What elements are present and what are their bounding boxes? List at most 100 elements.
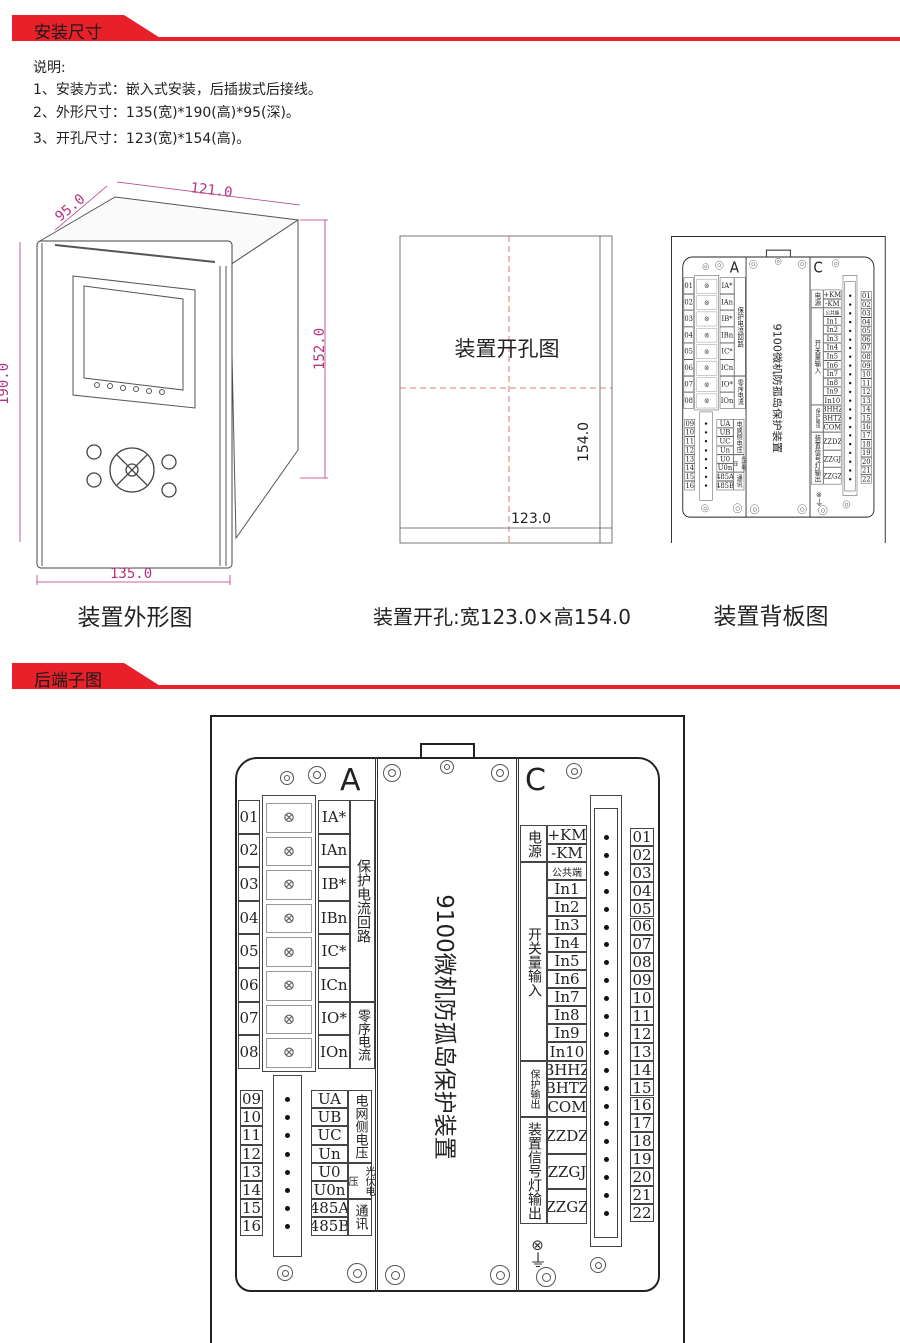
terminal-number: 05 (683, 343, 694, 360)
terminal-label: In10 (547, 1042, 587, 1061)
terminal-number: 04 (630, 881, 654, 900)
terminal-number: 01 (860, 291, 872, 300)
terminal-number: 11 (860, 378, 872, 388)
mounting-hole-icon (280, 771, 294, 785)
c-connector (844, 281, 856, 492)
terminal-label: IOn (719, 392, 735, 409)
group-label: 装置信号灯输出 (520, 1117, 547, 1224)
terminal-label: U0n (311, 1181, 348, 1200)
terminal-number: 04 (238, 900, 260, 935)
terminal-label: ZZGZ (547, 1189, 587, 1224)
top-tab (765, 249, 791, 259)
terminal-label: 485B (716, 481, 734, 491)
mounting-hole-icon (308, 766, 326, 784)
indicator-leds (94, 382, 165, 395)
pin-icon (285, 1206, 290, 1212)
terminal-label: ICn (719, 359, 735, 376)
screw-icon: ⊗ (282, 1043, 296, 1062)
terminal-label: Un (716, 445, 734, 455)
mounting-hole-icon (842, 500, 850, 509)
pin-icon (704, 422, 708, 425)
terminal-screw: ⊗ (266, 903, 312, 934)
ground-screw-icon: ⊗ (816, 490, 822, 500)
terminal-label: BHHZ (823, 404, 842, 414)
pin-icon (849, 338, 852, 341)
screw-icon: ⊗ (282, 976, 296, 995)
group-label-grid-voltage: 电网侧电压 (348, 1090, 372, 1163)
terminal-label: -KM (547, 844, 587, 862)
terminal-label: Un (311, 1144, 348, 1163)
screw-icon: ⊗ (282, 875, 296, 894)
group-label: 保护输出 (520, 1061, 547, 1117)
terminal-label: ZZGZ (823, 467, 842, 485)
pin-icon (849, 390, 852, 394)
lcd-bezel (72, 275, 196, 409)
note-item: 2、外形尺寸：135(宽)*190(高)*95(深)。 (33, 105, 300, 121)
pin-icon (285, 1115, 290, 1121)
terminal-number: 03 (630, 863, 654, 882)
pin-icon (604, 1157, 609, 1163)
pin-icon (604, 1175, 609, 1181)
terminal-label: IBn (318, 900, 350, 935)
terminal-number: 15 (630, 1078, 654, 1097)
mounting-hole-icon (536, 1267, 556, 1287)
pin-icon (849, 416, 852, 420)
device-front-panel (36, 240, 233, 569)
group-label: 电源 (520, 825, 547, 862)
section-title: 后端子图 (34, 671, 102, 691)
terminal-label: IB* (318, 867, 350, 901)
terminal-label: ICn (318, 968, 350, 1002)
terminal-label: IO* (719, 375, 735, 393)
mounting-hole-icon (491, 764, 509, 782)
terminal-label: In4 (823, 342, 842, 352)
terminal-number: 22 (860, 474, 872, 484)
terminal-number: 06 (238, 968, 260, 1002)
terminal-number: 07 (238, 1001, 260, 1036)
module-divider (516, 757, 519, 1292)
terminal-number: 06 (630, 917, 654, 936)
terminal-screw: ⊗ (696, 295, 718, 310)
group-label-pv-voltage: 光伏电压 (346, 1162, 374, 1200)
ground-icon: ⏚ (815, 497, 824, 508)
terminal-number: 19 (630, 1150, 654, 1169)
terminal-number: 20 (860, 457, 872, 466)
terminal-number: 17 (860, 430, 872, 440)
terminal-label: In10 (823, 395, 842, 405)
pin-icon (704, 431, 708, 434)
mounting-hole-icon (831, 259, 840, 268)
pin-icon (604, 924, 609, 930)
pin-icon (704, 449, 708, 452)
pin-icon (849, 451, 852, 455)
terminal-label: IB* (719, 310, 735, 327)
screw-icon: ⊗ (703, 330, 710, 340)
pin-icon (604, 1014, 609, 1019)
pin-icon (704, 475, 708, 479)
pin-icon (604, 996, 609, 1002)
terminal-label: UB (311, 1108, 348, 1127)
terminal-label: In5 (823, 351, 842, 361)
pin-icon (285, 1188, 290, 1193)
pin-icon (849, 469, 852, 472)
terminal-number: 19 (860, 448, 872, 458)
pin-icon (604, 852, 609, 858)
group-label: 装置信号灯输出 (811, 432, 824, 485)
voltage-connector (699, 411, 713, 501)
terminal-label: COM (823, 422, 842, 433)
pin-icon (604, 870, 609, 876)
note-item: 3、开孔尺寸：123(宽)*154(高)。 (33, 131, 251, 147)
mounting-hole-icon (440, 760, 454, 774)
terminal-number: 05 (630, 899, 654, 918)
cutout-caption: 装置开孔:宽123.0×高154.0 (372, 605, 632, 629)
pin-icon (849, 443, 852, 446)
pin-icon (849, 434, 852, 437)
terminal-number: 16 (860, 422, 872, 431)
terminal-number: 18 (630, 1132, 654, 1151)
pin-icon (604, 1210, 609, 1216)
terminal-label: In5 (547, 952, 587, 970)
front-view-caption: 装置外形图 (77, 605, 193, 631)
terminal-screw: ⊗ (266, 870, 312, 900)
terminal-label: ZZDZ (823, 432, 842, 451)
terminal-label: In2 (823, 325, 842, 335)
pin-icon (604, 1085, 609, 1091)
